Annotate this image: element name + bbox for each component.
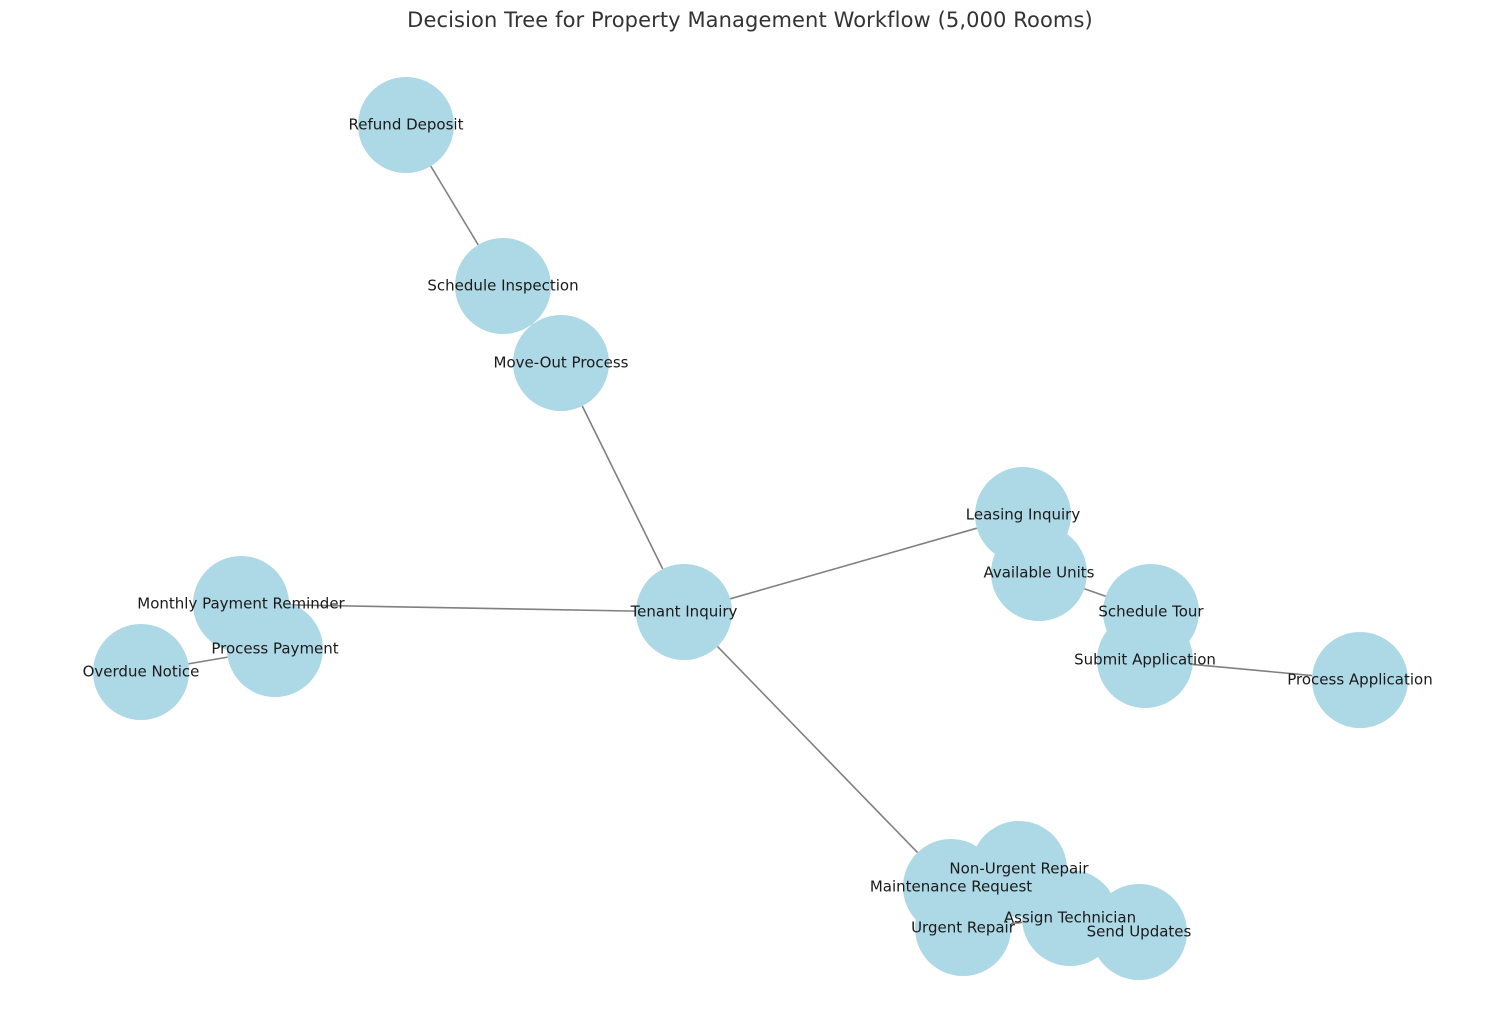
graph-node-label-tenant_inquiry: Tenant Inquiry <box>630 603 738 621</box>
graph-node-label-move_out_process: Move-Out Process <box>494 354 629 372</box>
graph-edge <box>1084 588 1106 597</box>
graph-node-label-maintenance_request: Maintenance Request <box>870 878 1032 896</box>
graph-edge <box>188 656 228 665</box>
graph-node-urgent_repair[interactable] <box>915 880 1011 976</box>
graph-node-schedule_inspection[interactable] <box>455 238 551 334</box>
graph-node-label-leasing_inquiry: Leasing Inquiry <box>966 506 1081 524</box>
graph-node-send_updates[interactable] <box>1091 884 1187 980</box>
graph-node-refund_deposit[interactable] <box>358 77 454 173</box>
graph-node-available_units[interactable] <box>991 525 1087 621</box>
graph-edge <box>430 165 479 246</box>
graph-node-label-schedule_inspection: Schedule Inspection <box>427 277 578 295</box>
graph-node-overdue_notice[interactable] <box>93 624 189 720</box>
graph-edge <box>1010 921 1023 925</box>
edge-layer <box>188 165 1313 925</box>
node-layer <box>93 77 1408 980</box>
graph-node-label-process_payment: Process Payment <box>211 640 338 658</box>
label-layer: Tenant Inquiry Move-Out Process Schedule I… <box>83 116 1433 941</box>
graph-node-process_payment[interactable] <box>227 601 323 697</box>
graph-node-submit_application[interactable] <box>1097 612 1193 708</box>
graph-edge <box>288 604 637 612</box>
graph-node-label-submit_application: Submit Application <box>1074 651 1216 669</box>
graph-node-label-process_application: Process Application <box>1287 671 1432 689</box>
page-title: Decision Tree for Property Management Wo… <box>407 8 1093 32</box>
graph-edge <box>716 645 919 854</box>
graph-node-label-overdue_notice: Overdue Notice <box>83 663 200 681</box>
graph-node-label-send_updates: Send Updates <box>1087 923 1192 941</box>
graph-node-move_out_process[interactable] <box>513 315 609 411</box>
graph-edge <box>729 527 978 600</box>
graph-node-label-monthly_payment_reminder: Monthly Payment Reminder <box>137 595 345 613</box>
graph-node-tenant_inquiry[interactable] <box>636 564 732 660</box>
graph-node-label-schedule_tour: Schedule Tour <box>1098 603 1204 621</box>
graph-node-label-refund_deposit: Refund Deposit <box>349 116 464 134</box>
graph-node-label-non_urgent_repair: Non-Urgent Repair <box>949 860 1089 878</box>
graph-node-label-available_units: Available Units <box>983 564 1094 582</box>
graph-node-label-assign_technician: Assign Technician <box>1004 909 1136 927</box>
graph-node-process_application[interactable] <box>1312 632 1408 728</box>
graph-edge <box>581 405 664 570</box>
graph-edge <box>1192 663 1313 677</box>
graph-node-label-urgent_repair: Urgent Repair <box>911 919 1016 937</box>
